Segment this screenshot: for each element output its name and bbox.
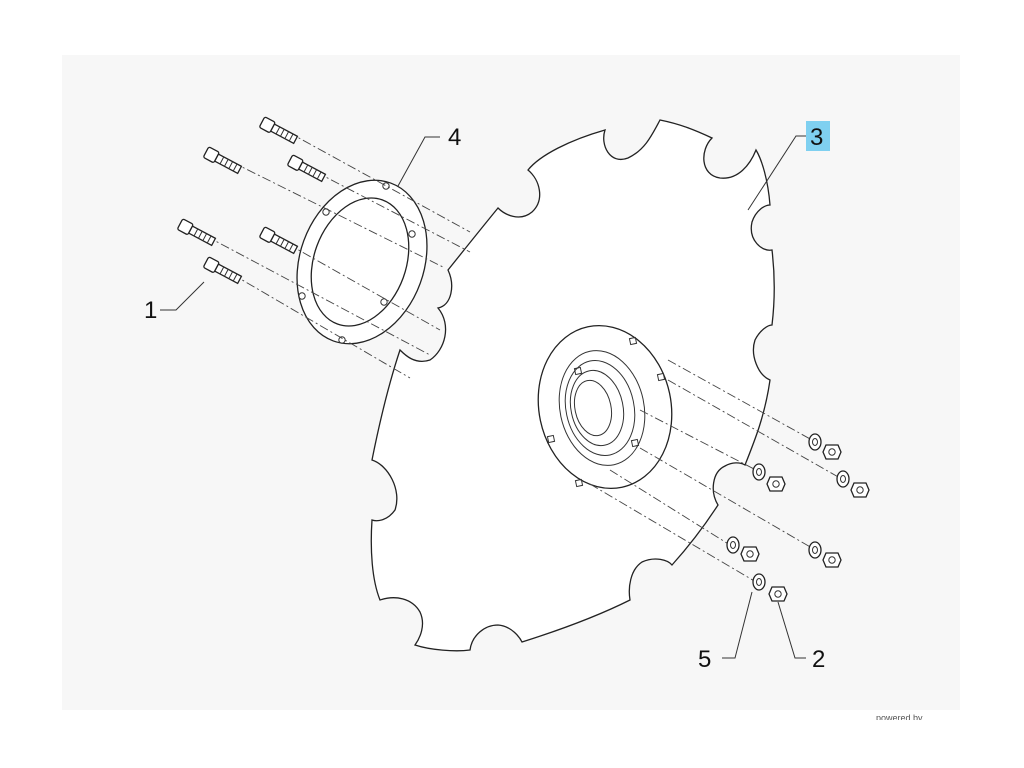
callout-5[interactable]: 5 [698,646,711,673]
hub-flange[interactable] [523,313,686,501]
hub-ring-mid [564,360,636,456]
hub-hole [546,434,556,444]
callout-3-highlight [806,121,830,151]
washer-set[interactable] [726,433,850,591]
hub-bore [573,379,613,437]
hub-hole [573,366,583,376]
hub-hole [628,336,638,346]
assembly-centerlines-bolts [205,131,471,379]
callout-2[interactable]: 2 [812,646,825,673]
leader-lines [160,135,808,659]
assembly-centerlines-nuts [589,359,841,583]
powered-by-footer: powered by [876,713,923,720]
spacer-ring[interactable] [275,162,449,362]
callout-1[interactable]: 1 [144,297,157,324]
hub-ring-inner [569,369,625,447]
hub-hole [574,478,584,488]
bolt-set[interactable] [177,116,327,285]
hub-hole [656,372,666,382]
callout-4[interactable]: 4 [448,124,461,151]
hub-hole [630,438,640,448]
hub-ring-outer [558,350,646,466]
nut-set[interactable] [740,444,870,602]
callout-3[interactable]: 3 [810,124,823,151]
